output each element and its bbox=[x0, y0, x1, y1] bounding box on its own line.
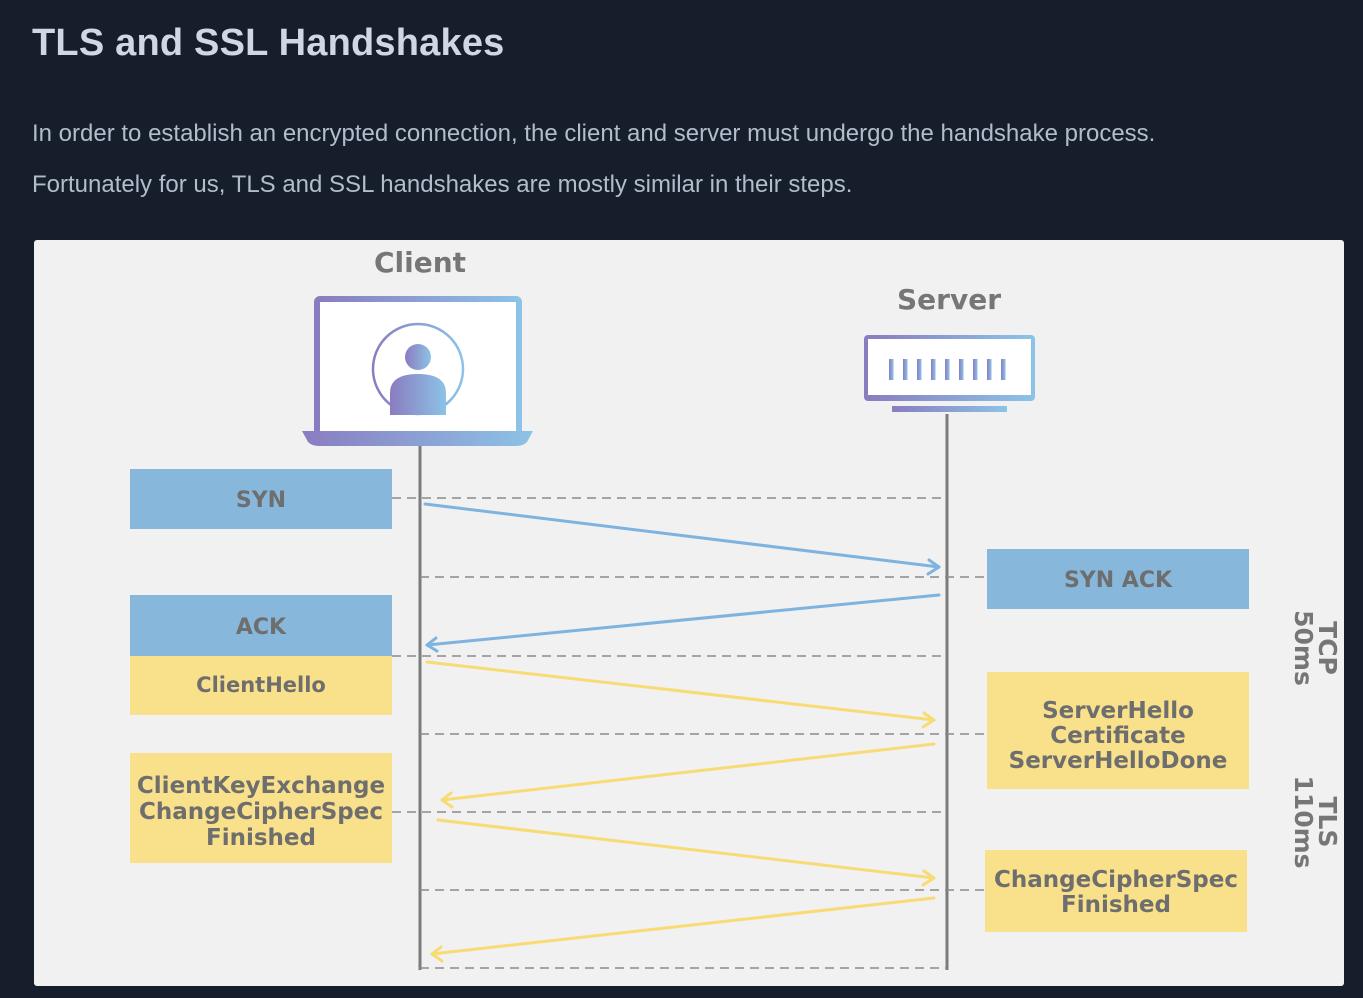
syn-ack-arrow bbox=[425, 593, 941, 647]
handshake-diagram: Client Server bbox=[34, 240, 1344, 986]
tls-arrows bbox=[425, 660, 936, 963]
client-key-exchange-box bbox=[130, 753, 392, 863]
server-label: Server bbox=[897, 283, 1001, 316]
server-finished-label: Finished bbox=[1061, 892, 1171, 918]
tls-phase-label: TLS 110ms bbox=[1289, 775, 1342, 868]
tcp-arrows bbox=[423, 502, 941, 653]
syn-box bbox=[130, 469, 392, 529]
client-hello-arrow bbox=[425, 660, 936, 722]
laptop-user-icon bbox=[302, 296, 533, 446]
ack-box bbox=[130, 595, 392, 656]
svg-text:50ms: 50ms bbox=[1289, 610, 1318, 686]
client-hello-box bbox=[130, 656, 392, 715]
client-hello-label: ClientHello bbox=[196, 673, 326, 697]
server-hello-label: ServerHello bbox=[1042, 698, 1194, 724]
client-hello-arrowhead bbox=[921, 711, 936, 729]
client-key-exchange-arrowhead bbox=[921, 869, 936, 887]
intro-paragraph: In order to establish an encrypted conne… bbox=[32, 120, 1156, 147]
dashed-guides bbox=[392, 497, 987, 891]
certificate-label: Certificate bbox=[1050, 723, 1186, 749]
syn-ack-arrowhead bbox=[425, 636, 439, 653]
syn-ack-box bbox=[987, 549, 1249, 609]
svg-text:110ms: 110ms bbox=[1289, 775, 1318, 868]
page-title: TLS and SSL Handshakes bbox=[32, 22, 505, 64]
syn-arrow bbox=[423, 502, 941, 569]
client-label: Client bbox=[374, 246, 466, 279]
server-rack-icon bbox=[864, 335, 1035, 412]
server-hello-arrowhead bbox=[440, 791, 454, 809]
syn-label: SYN bbox=[236, 488, 286, 513]
client-key-exchange-arrow bbox=[436, 818, 936, 880]
syn-arrowhead bbox=[926, 558, 941, 576]
server-finish-arrowhead bbox=[430, 945, 444, 963]
server-finish-arrow bbox=[430, 896, 936, 956]
server-finish-box bbox=[985, 850, 1247, 932]
server-hello-arrow bbox=[440, 742, 936, 802]
change-cipher-spec-label: ChangeCipherSpec bbox=[139, 799, 383, 825]
svg-text:TCP: TCP bbox=[1313, 621, 1342, 675]
handshake-diagram-svg: Client Server bbox=[130, 246, 1342, 970]
syn-ack-label: SYN ACK bbox=[1064, 568, 1173, 593]
finished-label: Finished bbox=[206, 825, 316, 851]
svg-text:TLS: TLS bbox=[1313, 797, 1342, 848]
server-hello-done-label: ServerHelloDone bbox=[1009, 748, 1228, 774]
ack-label: ACK bbox=[236, 615, 287, 640]
intro-paragraph: Fortunately for us, TLS and SSL handshak… bbox=[32, 171, 853, 198]
client-key-exchange-label: ClientKeyExchange bbox=[137, 773, 385, 799]
server-change-cipher-spec-label: ChangeCipherSpec bbox=[994, 867, 1238, 893]
tcp-phase-label: TCP 50ms bbox=[1289, 610, 1342, 686]
server-hello-box bbox=[987, 672, 1249, 789]
